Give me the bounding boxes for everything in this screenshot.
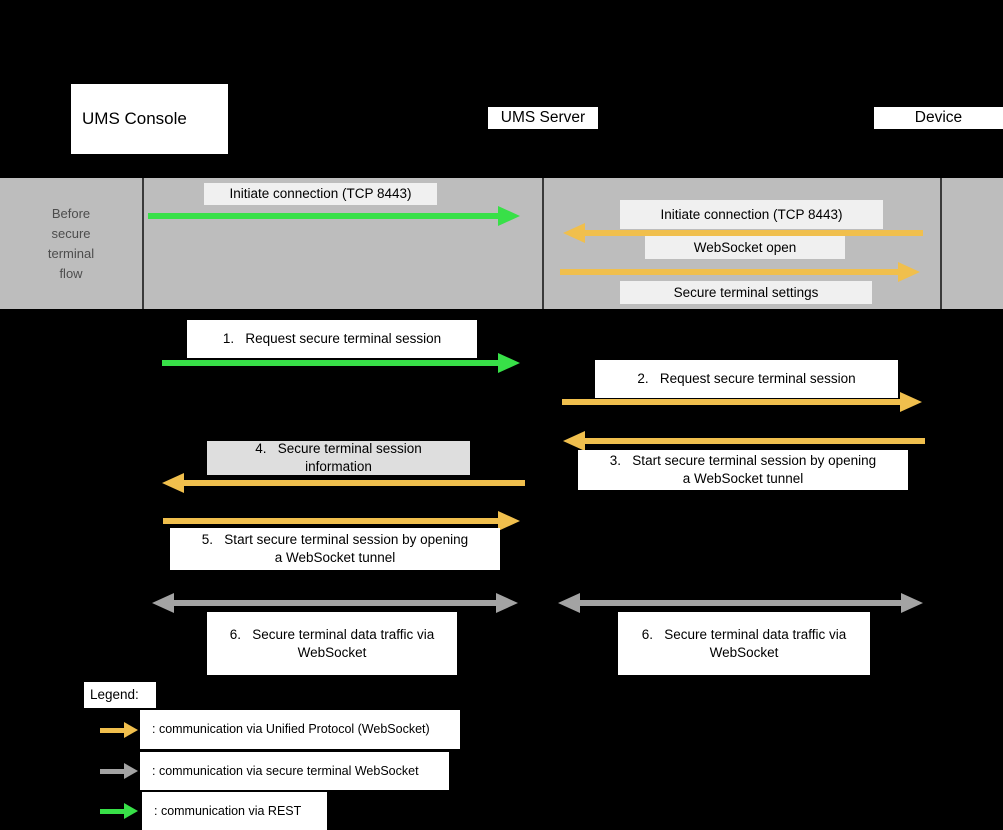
step5-label: 5. Start secure terminal session by open… <box>170 528 500 570</box>
band-msg-secure-terminal-settings: Secure terminal settings <box>620 281 872 304</box>
legend-rest-label: : communication via REST <box>142 792 327 830</box>
arrow-step2-server-to-device-unified <box>562 392 922 412</box>
arrow-shaft <box>583 230 923 236</box>
actor-device-label: Device <box>914 109 963 126</box>
band-row-label: Before secure terminal flow <box>0 178 142 309</box>
arrowhead-right-icon <box>498 511 520 531</box>
step6-left-label: 6. Secure terminal data traffic via WebS… <box>207 612 457 675</box>
arrowhead-right-icon <box>124 803 138 819</box>
band-msg-initiate-connection-device: Initiate connection (TCP 8443) <box>620 200 883 229</box>
arrowhead-right-icon <box>901 593 923 613</box>
step1-label: 1. Request secure terminal session <box>187 320 477 358</box>
arrow-shaft <box>182 480 525 486</box>
arrow-shaft <box>100 727 126 733</box>
arrow-shaft <box>560 269 900 275</box>
arrowhead-right-icon <box>498 206 520 226</box>
legend-title: Legend: <box>84 682 156 708</box>
arrow-shaft <box>100 808 126 814</box>
legend-arrow-secure-ws-icon <box>100 763 138 779</box>
arrow-console-to-server-rest <box>148 206 520 226</box>
arrow-shaft <box>583 438 925 444</box>
step4-label: 4. Secure terminal session information <box>207 441 470 475</box>
legend-secure-ws-label: : communication via secure terminal WebS… <box>140 752 449 790</box>
arrowhead-right-icon <box>124 763 138 779</box>
arrow-device-to-server-unified <box>563 223 923 243</box>
arrowhead-left-icon <box>162 473 184 493</box>
step6-right-label: 6. Secure terminal data traffic via WebS… <box>618 612 870 675</box>
arrow-shaft <box>163 518 500 524</box>
actor-ums-server: UMS Server <box>488 107 598 129</box>
arrow-step3-device-to-server-unified <box>563 431 925 451</box>
arrow-shaft <box>172 600 498 606</box>
legend-arrow-rest-icon <box>100 803 138 819</box>
actor-device: Device <box>874 107 1003 129</box>
arrow-step1-console-to-server-rest <box>162 353 520 373</box>
band-row-label-text: Before secure terminal flow <box>47 205 95 281</box>
arrowhead-right-icon <box>900 392 922 412</box>
actor-ums-server-label: UMS Server <box>500 109 586 126</box>
arrowhead-right-icon <box>496 593 518 613</box>
arrowhead-right-icon <box>124 722 138 738</box>
band-msg-initiate-connection-console: Initiate connection (TCP 8443) <box>204 183 437 205</box>
arrowhead-right-icon <box>898 262 920 282</box>
lifeline-ums-server <box>542 178 544 309</box>
arrow-shaft <box>562 399 902 405</box>
arrow-shaft <box>100 768 126 774</box>
arrow-shaft <box>578 600 903 606</box>
actor-ums-console-label: UMS Console <box>82 109 187 128</box>
arrow-shaft <box>148 213 500 219</box>
step3-label: 3. Start secure terminal session by open… <box>578 450 908 490</box>
lifeline-ums-console <box>142 178 144 309</box>
arrow-step5-console-to-server-unified <box>163 511 520 531</box>
arrow-step6-console-server-secure-ws <box>152 593 518 613</box>
arrowhead-left-icon <box>152 593 174 613</box>
arrow-server-to-device-websocket-open <box>560 262 920 282</box>
arrow-step4-server-to-console-unified <box>162 473 525 493</box>
step2-label: 2. Request secure terminal session <box>595 360 898 398</box>
arrowhead-left-icon <box>558 593 580 613</box>
arrowhead-left-icon <box>563 431 585 451</box>
arrowhead-left-icon <box>563 223 585 243</box>
arrowhead-right-icon <box>498 353 520 373</box>
actor-ums-console: UMS Console <box>71 84 228 154</box>
arrow-step6-server-device-secure-ws <box>558 593 923 613</box>
legend-arrow-unified-icon <box>100 722 138 738</box>
lifeline-device <box>940 178 942 309</box>
band-msg-websocket-open: WebSocket open <box>645 236 845 259</box>
arrow-shaft <box>162 360 500 366</box>
legend-unified-label: : communication via Unified Protocol (We… <box>140 710 460 749</box>
